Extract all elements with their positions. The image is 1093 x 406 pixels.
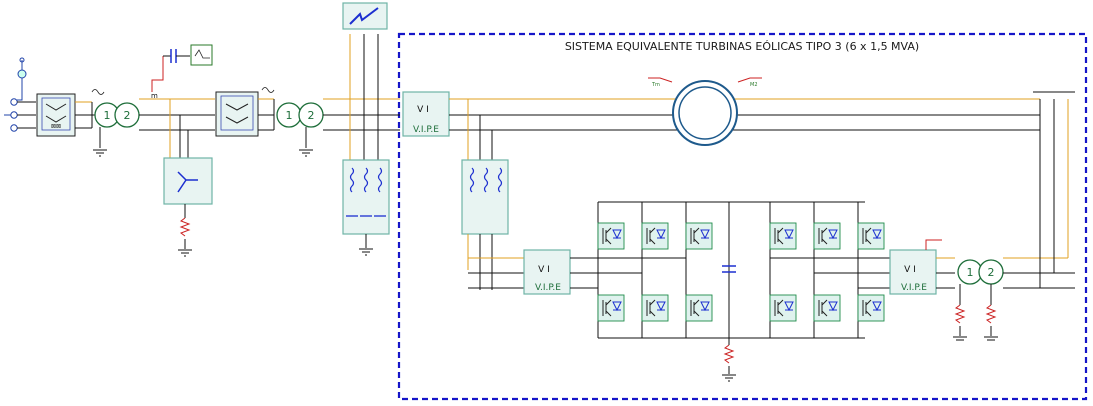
region-title: SISTEMA EQUIVALENTE TURBINAS EÓLICAS TIP… — [565, 40, 919, 53]
igbt-icon — [641, 294, 669, 322]
transformer-2-winding-1: 1 — [286, 109, 293, 122]
transformer-2-winding-2: 2 — [308, 109, 315, 122]
svg-text:Tm: Tm — [651, 82, 660, 88]
node-m-left: m — [151, 92, 158, 100]
filter-bank-left — [342, 159, 390, 256]
wye-branch — [163, 99, 213, 257]
igbt-icon — [597, 294, 625, 322]
igbt-icon — [857, 222, 885, 250]
vipe-1-label: V.I.P.E — [413, 125, 439, 135]
wind-system-region-border — [397, 32, 1088, 401]
transformer-1-winding-2: 2 — [124, 109, 131, 122]
igbt-array — [597, 222, 885, 322]
resistor-icon — [179, 217, 191, 237]
meter-icon — [342, 2, 388, 30]
transformer-3-winding-1: 1 — [967, 266, 974, 279]
transformer-1: 1 2 — [91, 89, 140, 157]
igbt-icon — [641, 222, 669, 250]
generator: Tm M2 — [648, 77, 762, 146]
igbt-icon — [813, 294, 841, 322]
filter-bank-right — [461, 99, 509, 235]
igbt-icon — [685, 294, 713, 322]
igbt-icon — [597, 222, 625, 250]
svg-text:M2: M2 — [750, 82, 758, 88]
svg-text:⊠⊠: ⊠⊠ — [51, 123, 61, 130]
capacitor-branch — [151, 44, 213, 92]
vipe-block-3: V I V.I.P.E — [889, 249, 937, 295]
breaker-box-1: ⊠⊠ — [36, 93, 76, 137]
igbt-icon — [685, 222, 713, 250]
three-phase-source — [4, 78, 23, 132]
top-meter — [342, 2, 388, 160]
igbt-icon — [813, 222, 841, 250]
igbt-icon — [857, 294, 885, 322]
vipe-block-1: V I V.I.P.E — [402, 91, 450, 137]
vipe-3-label: V.I.P.E — [901, 283, 927, 293]
vipe-block-2: V I V.I.P.E — [523, 249, 571, 295]
vipe-2-label: V.I.P.E — [535, 283, 561, 293]
source-block: ⊠⊠ — [4, 57, 96, 137]
vipe-3-vi: V I — [904, 265, 916, 275]
transformer-1-winding-1: 1 — [104, 109, 111, 122]
transformer-3: 1 2 — [953, 259, 1004, 341]
breaker-box-2 — [215, 91, 259, 137]
wye-icon — [177, 171, 198, 193]
transformer-2: 1 2 — [276, 102, 324, 157]
source-icon — [17, 69, 27, 79]
igbt-icon — [769, 222, 797, 250]
igbt-icon — [769, 294, 797, 322]
vipe-1-vi: V I — [417, 105, 429, 115]
transformer-3-winding-2: 2 — [988, 266, 995, 279]
vipe-2-vi: V I — [538, 265, 550, 275]
